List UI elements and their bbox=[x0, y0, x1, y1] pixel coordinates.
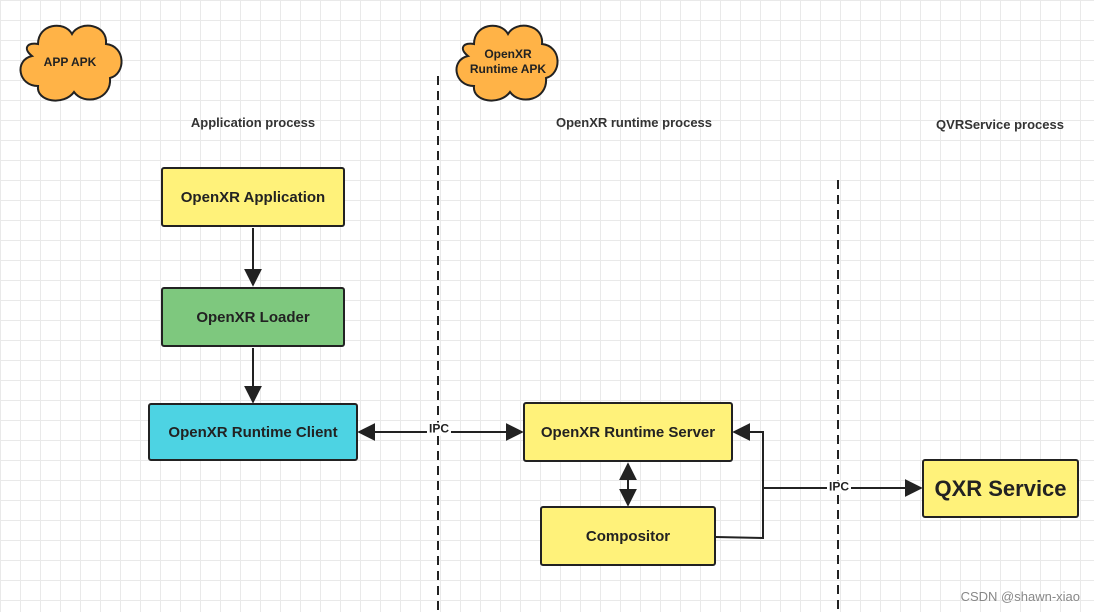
runtime-apk-cloud bbox=[455, 24, 559, 102]
runtime-apk-label-line1: OpenXR bbox=[484, 47, 532, 61]
ipc-label-client-server: IPC bbox=[426, 421, 452, 436]
runtime-process-label: OpenXR runtime process bbox=[555, 115, 713, 130]
app-apk-cloud bbox=[19, 24, 123, 102]
compositor-node[interactable]: Compositor bbox=[540, 506, 716, 566]
runtime-apk-cloud-shape bbox=[455, 24, 559, 102]
openxr-runtime-client-node[interactable]: OpenXR Runtime Client bbox=[148, 403, 358, 461]
app-apk-label: APP APK bbox=[43, 54, 97, 69]
openxr-application-node[interactable]: OpenXR Application bbox=[161, 167, 345, 227]
runtime-apk-label: OpenXR Runtime APK bbox=[456, 42, 560, 82]
edge-compositor-to-server bbox=[715, 423, 764, 540]
app-apk-cloud-shape bbox=[19, 24, 123, 102]
ipc-label-compositor-qxr: IPC bbox=[826, 479, 852, 494]
openxr-runtime-server-node[interactable]: OpenXR Runtime Server bbox=[523, 402, 733, 462]
runtime-apk-label-line2: Runtime APK bbox=[469, 62, 547, 76]
qvrservice-process-label: QVRService process bbox=[936, 117, 1064, 132]
watermark: CSDN @shawn-xiao bbox=[960, 589, 1080, 604]
application-process-label: Application process bbox=[190, 115, 316, 130]
openxr-loader-node[interactable]: OpenXR Loader bbox=[161, 287, 345, 347]
qxr-service-node[interactable]: QXR Service bbox=[922, 459, 1079, 518]
